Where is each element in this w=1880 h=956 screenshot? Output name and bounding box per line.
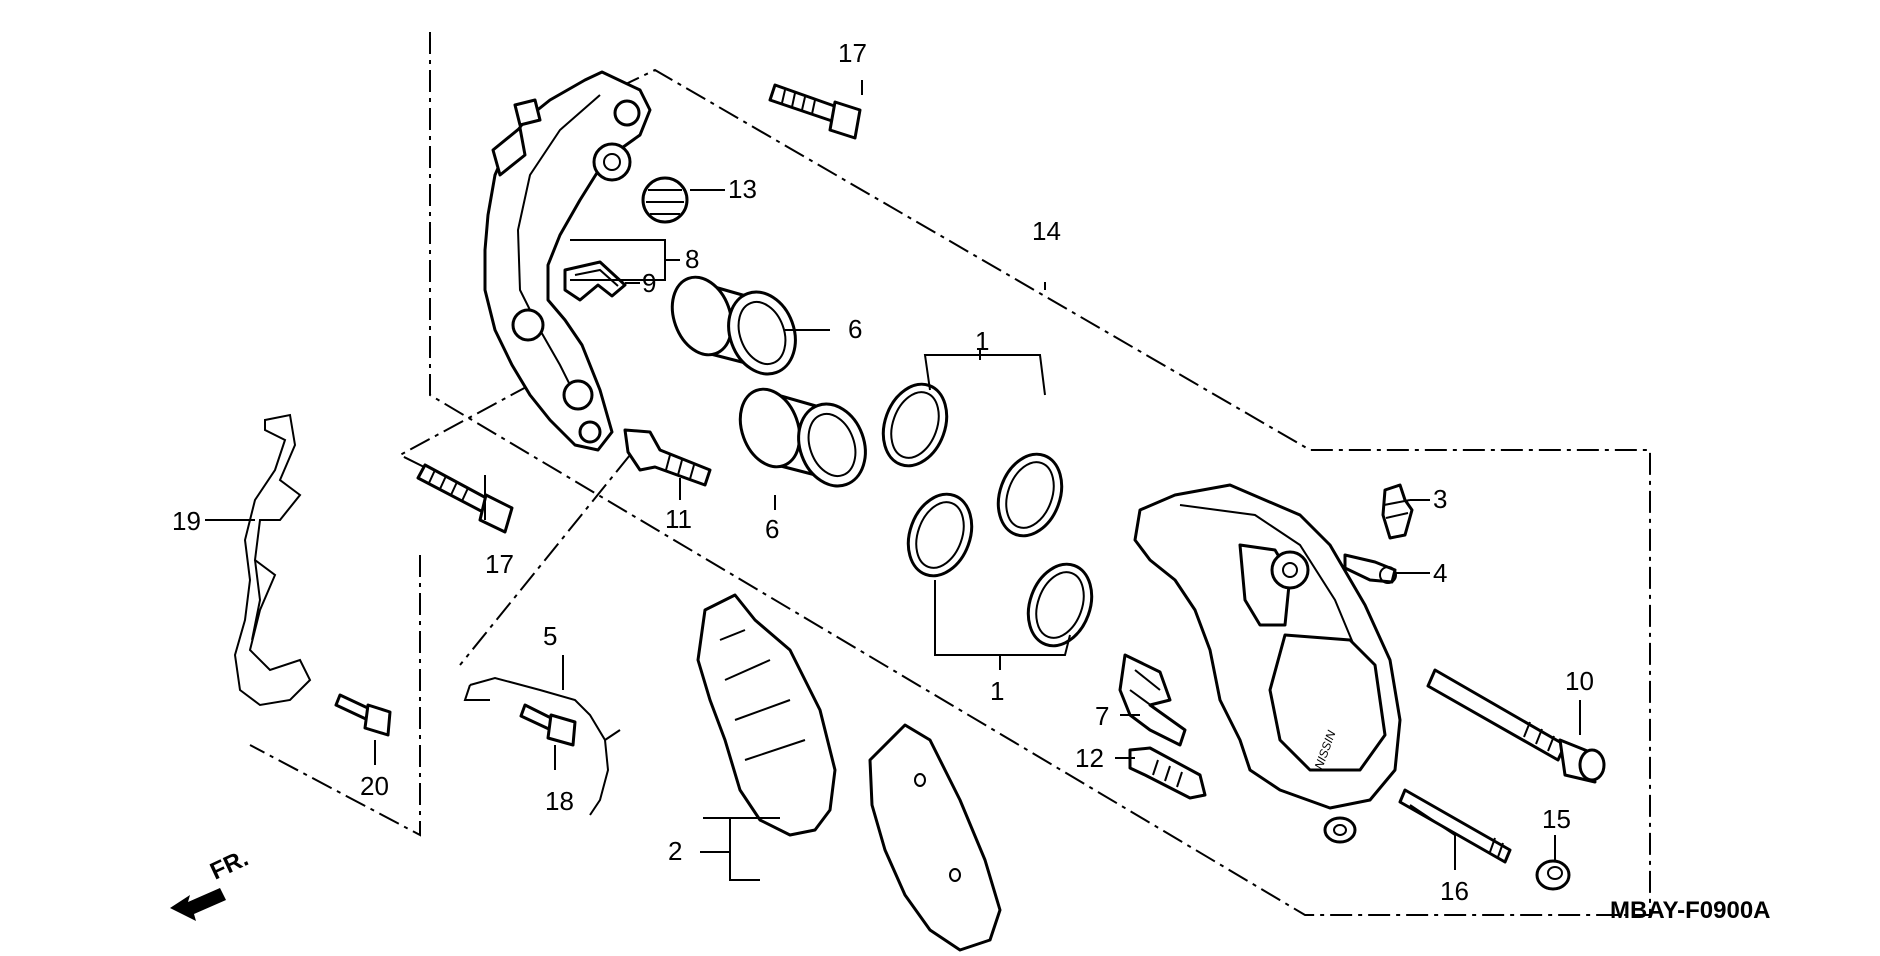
bleed-screw: [1381, 483, 1414, 540]
pad-spring: [1118, 653, 1187, 747]
sensor-wire-clip: [233, 413, 312, 707]
wire-guide-bolt: [519, 703, 577, 747]
callout-13: 13: [728, 174, 757, 204]
bracket-bolt-upper: [768, 83, 862, 140]
callout-12: 12: [1075, 743, 1104, 773]
assembly-outline-wire-clip: [459, 454, 631, 666]
front-direction-label: FR.: [206, 845, 252, 886]
brake-pad-inner: [696, 593, 837, 837]
brake-pad-outer: [868, 723, 1002, 952]
piston-seal-2: [996, 452, 1064, 538]
callout-15: 15: [1542, 804, 1571, 834]
leader-lines: [205, 80, 1581, 881]
piston-seal-4: [1026, 562, 1094, 648]
callout-2: 2: [668, 836, 682, 866]
caliper-bracket: [483, 70, 652, 452]
callout-1-upper: 1: [975, 326, 989, 356]
pad-pin: [1398, 788, 1512, 864]
assembly-outline-sensor-clip: [249, 555, 421, 837]
callout-9: 9: [642, 268, 656, 298]
callout-3: 3: [1433, 484, 1447, 514]
callout-17-lower: 17: [485, 549, 514, 579]
callout-8: 8: [685, 244, 699, 274]
piston-seal-1: [881, 382, 949, 468]
sensor-bolt: [334, 693, 392, 737]
diagram-code: MBAY-F0900A: [1610, 897, 1771, 924]
assembly-outline-caliper: [429, 32, 1651, 916]
callout-16: 16: [1440, 876, 1469, 906]
piston-upper: [670, 275, 797, 376]
wire-guide: [463, 676, 621, 816]
callout-7: 7: [1095, 701, 1109, 731]
pin-bolt: [623, 428, 712, 487]
caliper-mounting-bolt: [1426, 668, 1606, 784]
boot: [641, 176, 689, 224]
callout-6-upper: 6: [848, 314, 862, 344]
callout-5: 5: [543, 621, 557, 651]
caliper-pin: [1128, 746, 1207, 800]
callout-18: 18: [545, 786, 574, 816]
front-direction-arrow: FR.: [170, 845, 253, 921]
callout-10: 10: [1565, 666, 1594, 696]
callout-4: 4: [1433, 558, 1447, 588]
callout-19: 19: [172, 506, 201, 536]
piston-seal-3: [906, 492, 974, 578]
piston-lower: [738, 387, 867, 488]
callout-20: 20: [360, 771, 389, 801]
callout-1-lower: 1: [990, 676, 1004, 706]
callout-6-lower: 6: [765, 514, 779, 544]
bracket-bolt-lower: [416, 463, 514, 534]
pad-pin-plug: [1535, 859, 1571, 891]
bleed-cap: [1343, 553, 1397, 584]
callout-17-upper: 17: [838, 38, 867, 68]
callout-14: 14: [1032, 216, 1061, 246]
callout-11: 11: [665, 504, 692, 534]
caliper-body: NISSIN: [1133, 483, 1402, 844]
